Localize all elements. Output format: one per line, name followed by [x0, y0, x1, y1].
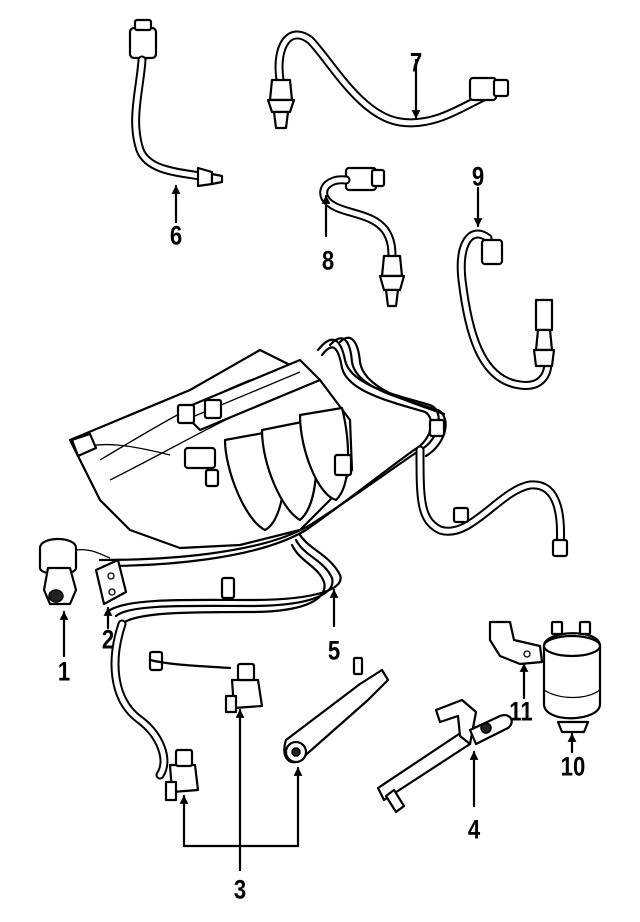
callout-5: 5	[327, 635, 341, 666]
part-11-bracket	[488, 620, 544, 700]
callout-6: 6	[169, 220, 183, 251]
callout-10: 10	[560, 751, 586, 782]
part-2-egr-gasket	[94, 558, 128, 630]
part-4-bracket	[376, 698, 513, 814]
callout-2: 2	[101, 624, 115, 655]
callout-4: 4	[467, 814, 481, 845]
callout-3: 3	[233, 874, 247, 905]
callout-7: 7	[409, 47, 423, 78]
callout-1: 1	[57, 656, 71, 687]
part-7-oxygen-sensor	[266, 30, 510, 130]
callout-8: 8	[321, 245, 335, 276]
part-10-vacuum-canister	[542, 620, 602, 754]
part-6-oxygen-sensor	[128, 18, 224, 224]
part-5-vacuum-lines	[98, 336, 569, 672]
callout-11: 11	[509, 696, 533, 727]
part-1-egr-valve	[38, 537, 111, 658]
callout-9: 9	[471, 161, 485, 192]
intake-manifold	[68, 348, 354, 550]
part-9-oxygen-sensor	[456, 186, 556, 390]
part-3-solenoids	[110, 619, 390, 872]
part-8-oxygen-sensor	[319, 166, 406, 308]
